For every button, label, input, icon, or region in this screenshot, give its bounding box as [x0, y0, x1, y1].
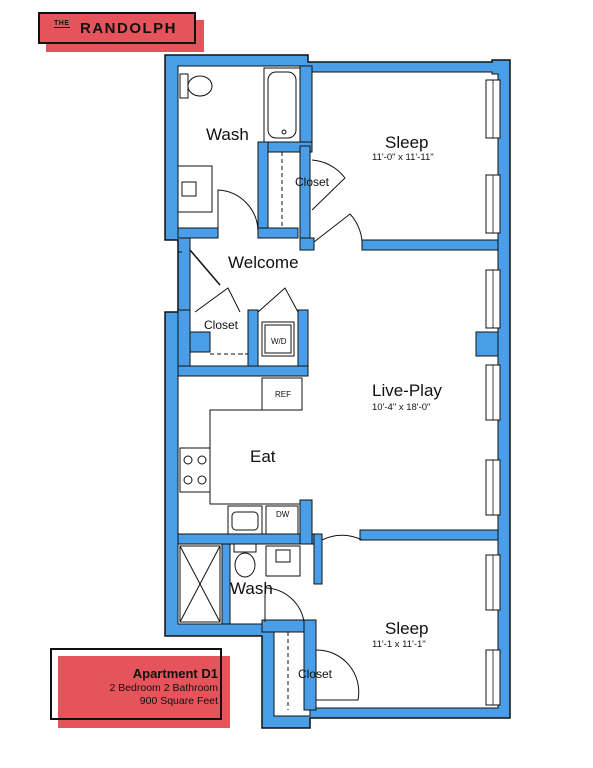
dims-sleep-top: 11'-0" x 11'-11": [372, 152, 434, 163]
label-eat: Eat: [250, 447, 276, 466]
doors: [178, 159, 363, 701]
label-wash-bottom: Wash: [230, 579, 273, 598]
dims-sleep-bottom: 11'-1 x 11'-1": [372, 639, 426, 650]
apartment-info: Apartment D1 2 Bedroom 2 Bathroom 900 Sq…: [50, 648, 230, 728]
exterior-walls: [164, 54, 511, 729]
brand-logo: THE RANDOLPH: [38, 12, 204, 52]
toilet-top-bowl: [187, 75, 213, 97]
info-shadow: [58, 656, 230, 728]
apartment-bed-bath: 2 Bedroom 2 Bathroom: [109, 682, 218, 694]
toilet-top-tank: [179, 73, 189, 99]
info-text: Apartment D1 2 Bedroom 2 Bathroom 900 Sq…: [109, 666, 218, 708]
dims-live-play: 10'-4" x 18'-0": [372, 402, 430, 413]
label-ref: REF: [275, 390, 291, 399]
windows: [475, 79, 501, 706]
fixtures: [177, 67, 303, 710]
label-sleep-bottom: Sleep: [385, 619, 428, 638]
info-box: Apartment D1 2 Bedroom 2 Bathroom 900 Sq…: [50, 648, 222, 720]
label-dw: DW: [276, 510, 290, 519]
label-live-play: Live-Play: [372, 381, 442, 400]
brand-box: THE RANDOLPH: [38, 12, 196, 44]
label-welcome: Welcome: [228, 253, 299, 272]
apartment-area: 900 Square Feet: [139, 695, 218, 707]
brand-prefix: THE: [54, 20, 70, 28]
label-sleep-top: Sleep: [385, 133, 428, 152]
room-labels: Wash Sleep 11'-0" x 11'-11" Closet Welco…: [204, 125, 442, 681]
apartment-title: Apartment D1: [132, 666, 218, 681]
label-closet-mid: Closet: [204, 318, 239, 332]
toilet-bottom: [234, 552, 256, 578]
refrigerator: [261, 377, 303, 411]
dishwasher: [265, 505, 299, 535]
label-wd: W/D: [271, 337, 287, 346]
brand-name: RANDOLPH: [80, 20, 177, 37]
label-closet-top: Closet: [295, 175, 330, 189]
label-closet-bottom: Closet: [298, 667, 333, 681]
label-wash-top: Wash: [206, 125, 249, 144]
